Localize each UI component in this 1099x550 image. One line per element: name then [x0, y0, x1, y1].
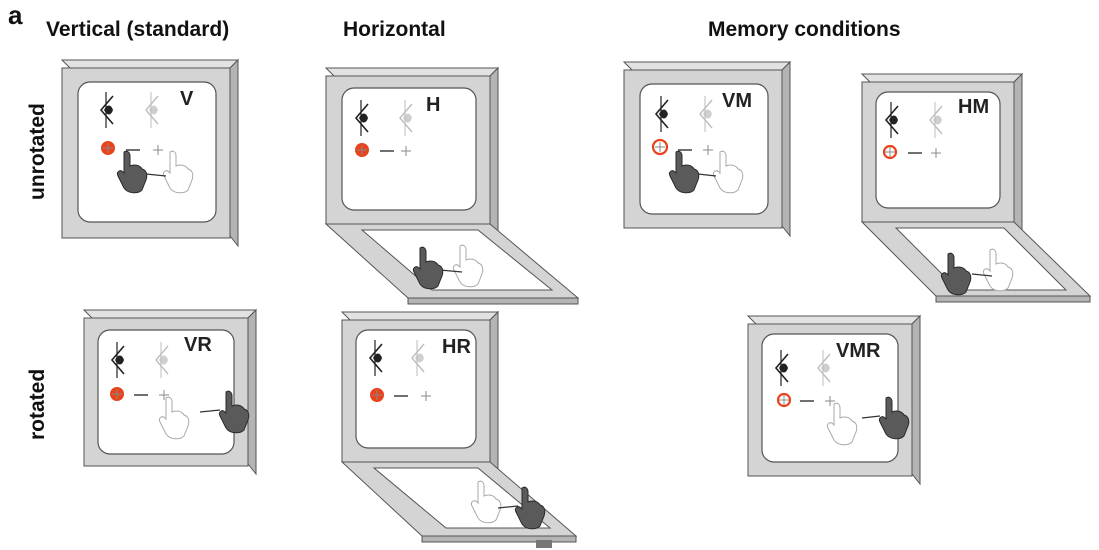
- panel-label-HM: HM: [958, 96, 990, 118]
- panel-label-VR: VR: [184, 334, 212, 356]
- panel-VM: [622, 60, 792, 238]
- panel-label-VMR: VMR: [836, 340, 881, 362]
- target-dot-icon: [882, 144, 898, 160]
- panel-HM: [860, 72, 1092, 303]
- arrow-icon: [145, 173, 167, 177]
- panel-label-H: H: [426, 94, 441, 116]
- arrow-icon: [439, 269, 463, 273]
- panel-H: [324, 66, 580, 305]
- header-memory: Memory conditions: [708, 18, 901, 41]
- arrow-icon: [497, 505, 519, 509]
- arrow-icon: [861, 415, 881, 419]
- panel-HR: [340, 310, 578, 548]
- panel-label-HR: HR: [442, 336, 471, 358]
- panel-VMR: [746, 314, 922, 486]
- panel-VR: [82, 308, 258, 476]
- header-horizontal: Horizontal: [343, 18, 446, 41]
- panel-label-VM: VM: [722, 90, 752, 112]
- panel-label-V: V: [180, 88, 194, 110]
- target-dot-icon: [776, 392, 792, 408]
- header-vertical: Vertical (standard): [46, 18, 230, 41]
- target-dot-icon: [651, 138, 669, 156]
- arrow-icon: [199, 409, 221, 413]
- panel-letter: a: [8, 0, 23, 30]
- panel-V: [60, 58, 240, 248]
- arrow-icon: [971, 273, 993, 277]
- arrow-icon: [697, 173, 717, 177]
